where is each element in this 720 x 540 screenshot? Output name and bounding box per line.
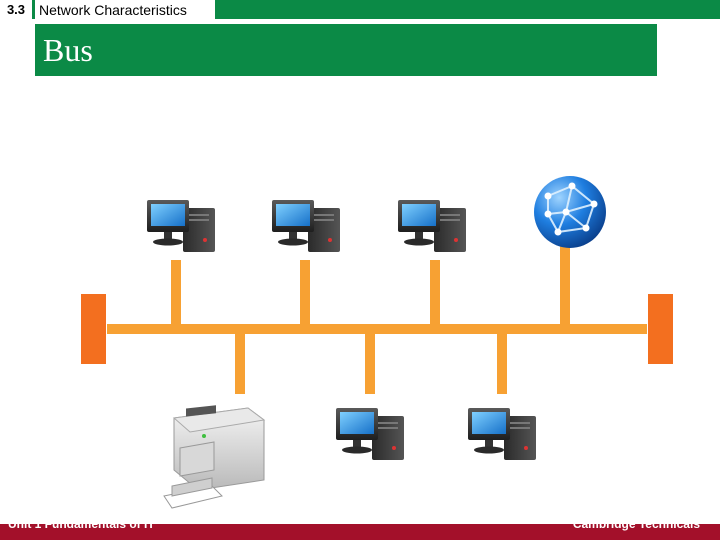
slide-title: Bus bbox=[35, 24, 657, 76]
footer-brand: Cambridge Technicals bbox=[572, 517, 700, 531]
footer-bar: Unit 1 Fundamentals of IT Cambridge Tech… bbox=[0, 518, 720, 540]
drop-line bbox=[300, 260, 310, 326]
left-terminator bbox=[81, 294, 106, 364]
footer-unit-title: Unit 1 Fundamentals of IT bbox=[8, 517, 155, 531]
drop-line bbox=[235, 332, 245, 394]
drop-line bbox=[365, 332, 375, 394]
drop-line bbox=[430, 260, 440, 326]
drop-line bbox=[560, 246, 570, 326]
computer-icon bbox=[336, 408, 404, 460]
computer-icon bbox=[272, 200, 340, 252]
computer-icon bbox=[398, 200, 466, 252]
drop-line bbox=[497, 332, 507, 394]
computer-icon bbox=[468, 408, 536, 460]
section-title: Network Characteristics bbox=[35, 0, 215, 19]
printer-icon bbox=[163, 405, 266, 509]
internet-globe-icon bbox=[534, 176, 606, 248]
right-terminator bbox=[648, 294, 673, 364]
computer-icon bbox=[147, 200, 215, 252]
bus-backbone bbox=[107, 324, 647, 334]
drop-line bbox=[171, 260, 181, 326]
section-number: 3.3 bbox=[0, 0, 32, 19]
